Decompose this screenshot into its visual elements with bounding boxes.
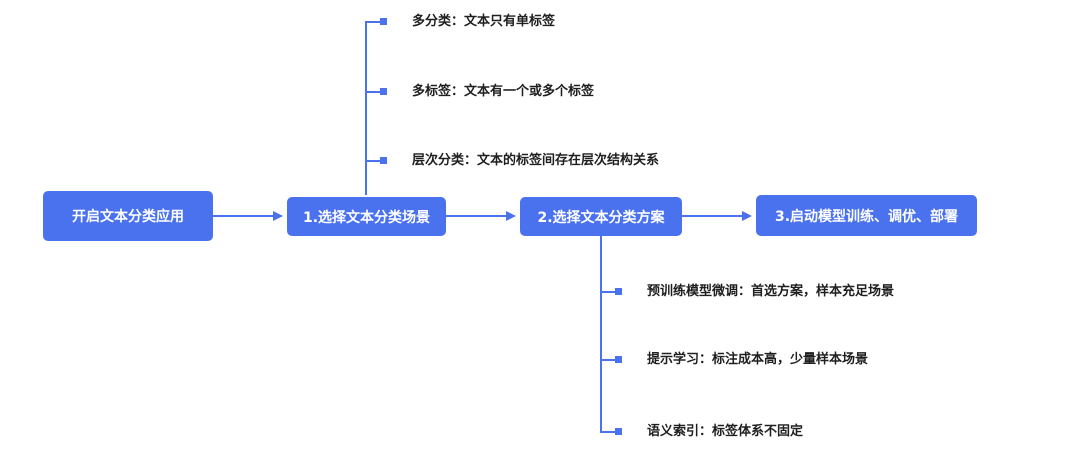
- scheme-item: 预训练模型微调：首选方案，样本充足场景: [647, 284, 895, 299]
- start-node-label: 开启文本分类应用: [72, 209, 184, 225]
- step2-node-label: 2.选择文本分类方案: [537, 209, 665, 226]
- scheme-bracket: [600, 236, 615, 433]
- scheme-item: 语义索引：标签体系不固定: [647, 424, 804, 439]
- start-node: 开启文本分类应用: [43, 191, 213, 241]
- step1-node: 1.选择文本分类场景: [287, 197, 446, 236]
- scenario-bullet: [380, 88, 387, 95]
- step3-node-label: 3.启动模型训练、调优、部署: [774, 208, 959, 225]
- scheme-bullet: [615, 356, 622, 363]
- scenario-item: 层次分类：文本的标签间存在层次结构关系: [412, 153, 660, 168]
- scheme-item: 提示学习：标注成本高，少量样本场景: [647, 352, 869, 367]
- step1-node-label: 1.选择文本分类场景: [302, 209, 431, 226]
- scenario-bracket: [365, 21, 380, 195]
- step2-node: 2.选择文本分类方案: [520, 197, 682, 236]
- scenario-bullet: [380, 18, 387, 25]
- scheme-bullet: [615, 428, 622, 435]
- scenario-bullet: [380, 157, 387, 164]
- scheme-bullet: [615, 288, 622, 295]
- scenario-item: 多分类：文本只有单标签: [412, 14, 556, 29]
- scenario-item: 多标签：文本有一个或多个标签: [412, 84, 595, 99]
- step3-node: 3.启动模型训练、调优、部署: [756, 195, 977, 236]
